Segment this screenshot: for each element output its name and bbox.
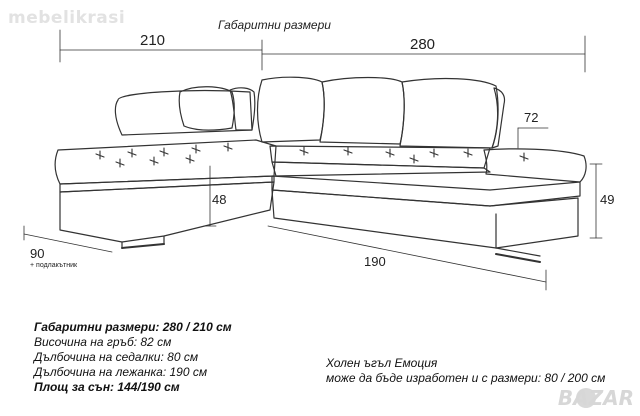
- left-base: [59, 181, 275, 243]
- dimension-label-280: 280: [410, 36, 436, 53]
- spec-line: Габаритни размери: 280 / 210 см: [34, 320, 232, 334]
- right-base: [271, 189, 579, 249]
- left-backrest: [114, 89, 253, 136]
- dimension-label-210: 210: [140, 32, 166, 49]
- bazar-watermark: BAZAR: [557, 386, 634, 410]
- left-seat: [54, 139, 277, 185]
- model-description: Холен ъгъл Емоция може да бъде изработен…: [326, 356, 605, 386]
- dimension-label-48: 48: [212, 192, 227, 207]
- model-alt-size: може да бъде изработен и с размери: 80 /…: [326, 371, 606, 385]
- right-back-cushion-4: [491, 87, 506, 149]
- armrest-note: + подлакътник: [30, 262, 78, 269]
- left-pillow-2: [229, 87, 256, 131]
- dimension-label-190: 190: [364, 254, 386, 269]
- dimension-label-49: 49: [600, 192, 615, 207]
- header-title: Габаритни размери: [218, 18, 331, 32]
- right-back-cushion-1: [256, 76, 325, 143]
- tufting-marks: [95, 142, 529, 168]
- watermark-mebelikrasi: mebelikrasi: [8, 8, 126, 28]
- right-back-cushion-2: [319, 76, 405, 145]
- right-chaise-cushion: [483, 148, 587, 183]
- dimension-label-72: 72: [524, 110, 539, 125]
- right-back-cushion-3: [399, 77, 499, 149]
- left-pillow-1: [178, 86, 235, 131]
- bazar-logo-icon: [576, 388, 596, 408]
- model-name: Холен ъгъл Емоция: [326, 356, 438, 370]
- dimension-label-90: 90: [30, 246, 45, 261]
- spec-line: Дълбочина на седалки: 80 см: [34, 350, 199, 364]
- spec-line: Дълбочина на лежанка: 190 см: [34, 365, 208, 379]
- spec-list: Габаритни размери: 280 / 210 см Височина…: [34, 320, 232, 395]
- spec-line: Височина на гръб: 82 см: [34, 335, 172, 349]
- spec-line: Площ за сън: 144/190 см: [34, 380, 180, 394]
